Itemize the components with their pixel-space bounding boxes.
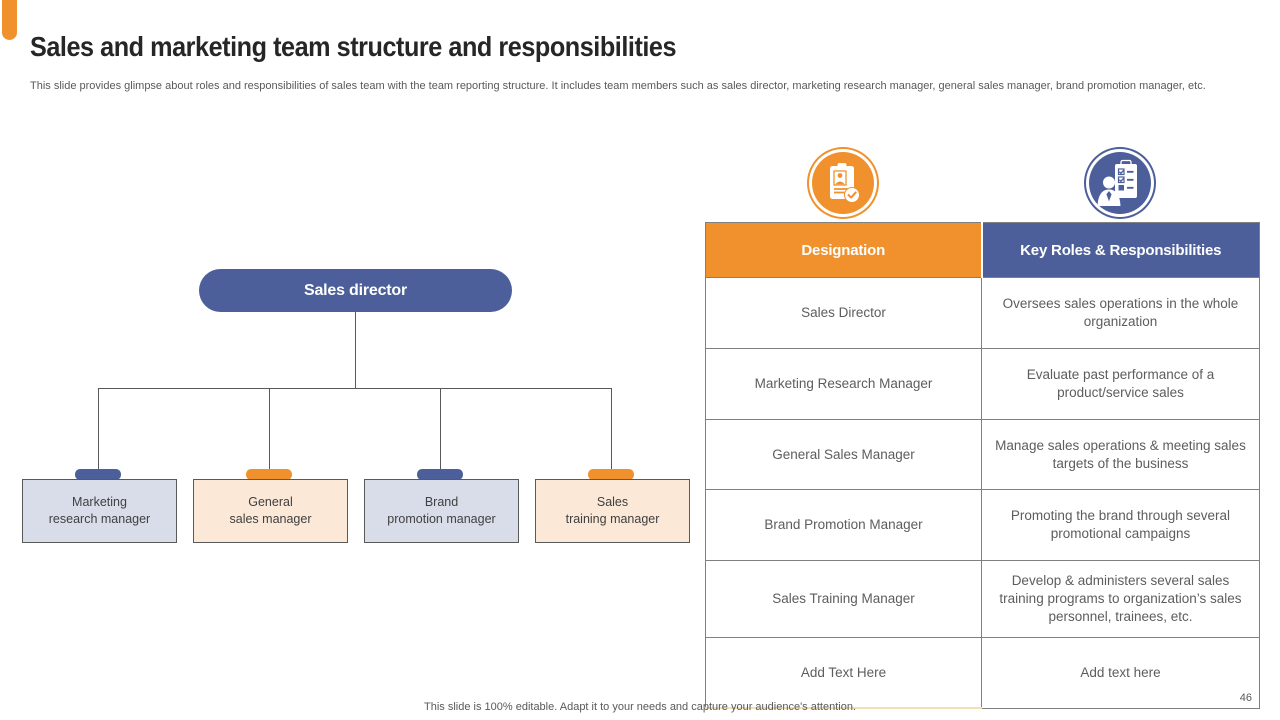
responsibility-cell: Manage sales operations & meeting sales … — [981, 419, 1260, 490]
responsibility-cell: Develop & administers several sales trai… — [981, 560, 1260, 638]
org-node-label: General — [248, 495, 293, 509]
slide-subtitle: This slide provides glimpse about roles … — [30, 80, 1206, 92]
table-row: Brand Promotion Manager Promoting the br… — [705, 489, 1260, 561]
editable-note: This slide is 100% editable. Adapt it to… — [424, 701, 856, 713]
accent-bar — [2, 0, 17, 40]
responsibility-cell: Promoting the brand through several prom… — [981, 489, 1260, 561]
manager-checklist-icon — [1089, 152, 1151, 214]
page-number: 46 — [1239, 692, 1252, 704]
designation-placeholder-cell: Add Text Here — [705, 637, 982, 709]
designation-cell: Marketing Research Manager — [705, 348, 982, 420]
designation-cell: Sales Training Manager — [705, 560, 982, 638]
responsibilities-table: Designation Key Roles & Responsibilities… — [705, 222, 1260, 709]
org-node-sales-director: Sales director — [199, 269, 512, 312]
org-node-general-sales-manager: General sales manager — [193, 479, 348, 543]
org-node-label: Sales — [596, 495, 629, 509]
table-header-designation: Designation — [705, 222, 983, 278]
designation-cell: General Sales Manager — [705, 419, 982, 490]
connector-line — [98, 388, 612, 389]
org-node-tab — [417, 469, 463, 480]
org-root-label: Sales director — [303, 281, 408, 299]
org-node-label: Marketing — [72, 495, 127, 509]
connector-line — [98, 389, 99, 470]
table-header-row: Designation Key Roles & Responsibilities — [705, 222, 1260, 278]
designation-cell: Sales Director — [705, 277, 982, 349]
table-row: Marketing Research Manager Evaluate past… — [705, 348, 1260, 420]
org-node-sales-training-manager: Sales training manager — [535, 479, 690, 543]
connector-line — [269, 389, 270, 470]
org-node-label: promotion manager — [387, 512, 496, 526]
org-node-tab — [75, 469, 121, 480]
org-node-label: Brand — [424, 495, 459, 509]
responsibility-cell: Oversees sales operations in the whole o… — [981, 277, 1260, 349]
org-node-label: training manager — [565, 512, 660, 526]
connector-line — [355, 312, 356, 388]
responsibility-placeholder-cell: Add text here — [981, 637, 1260, 709]
table-header-key-roles: Key Roles & Responsibilities — [981, 222, 1260, 278]
org-node-label: research manager — [48, 512, 151, 526]
org-node-tab — [588, 469, 634, 480]
table-row: Sales Director Oversees sales operations… — [705, 277, 1260, 349]
table-row: General Sales Manager Manage sales opera… — [705, 419, 1260, 490]
connector-line — [440, 389, 441, 470]
page-title: Sales and marketing team structure and r… — [30, 31, 677, 62]
org-node-tab — [246, 469, 292, 480]
org-node-label: sales manager — [229, 512, 312, 526]
id-card-check-icon — [812, 152, 874, 214]
table-row: Add Text Here Add text here — [705, 637, 1260, 709]
designation-cell: Brand Promotion Manager — [705, 489, 982, 561]
org-node-marketing-research-manager: Marketing research manager — [22, 479, 177, 543]
org-node-brand-promotion-manager: Brand promotion manager — [364, 479, 519, 543]
responsibility-cell: Evaluate past performance of a product/s… — [981, 348, 1260, 420]
connector-line — [611, 389, 612, 470]
table-row: Sales Training Manager Develop & adminis… — [705, 560, 1260, 638]
